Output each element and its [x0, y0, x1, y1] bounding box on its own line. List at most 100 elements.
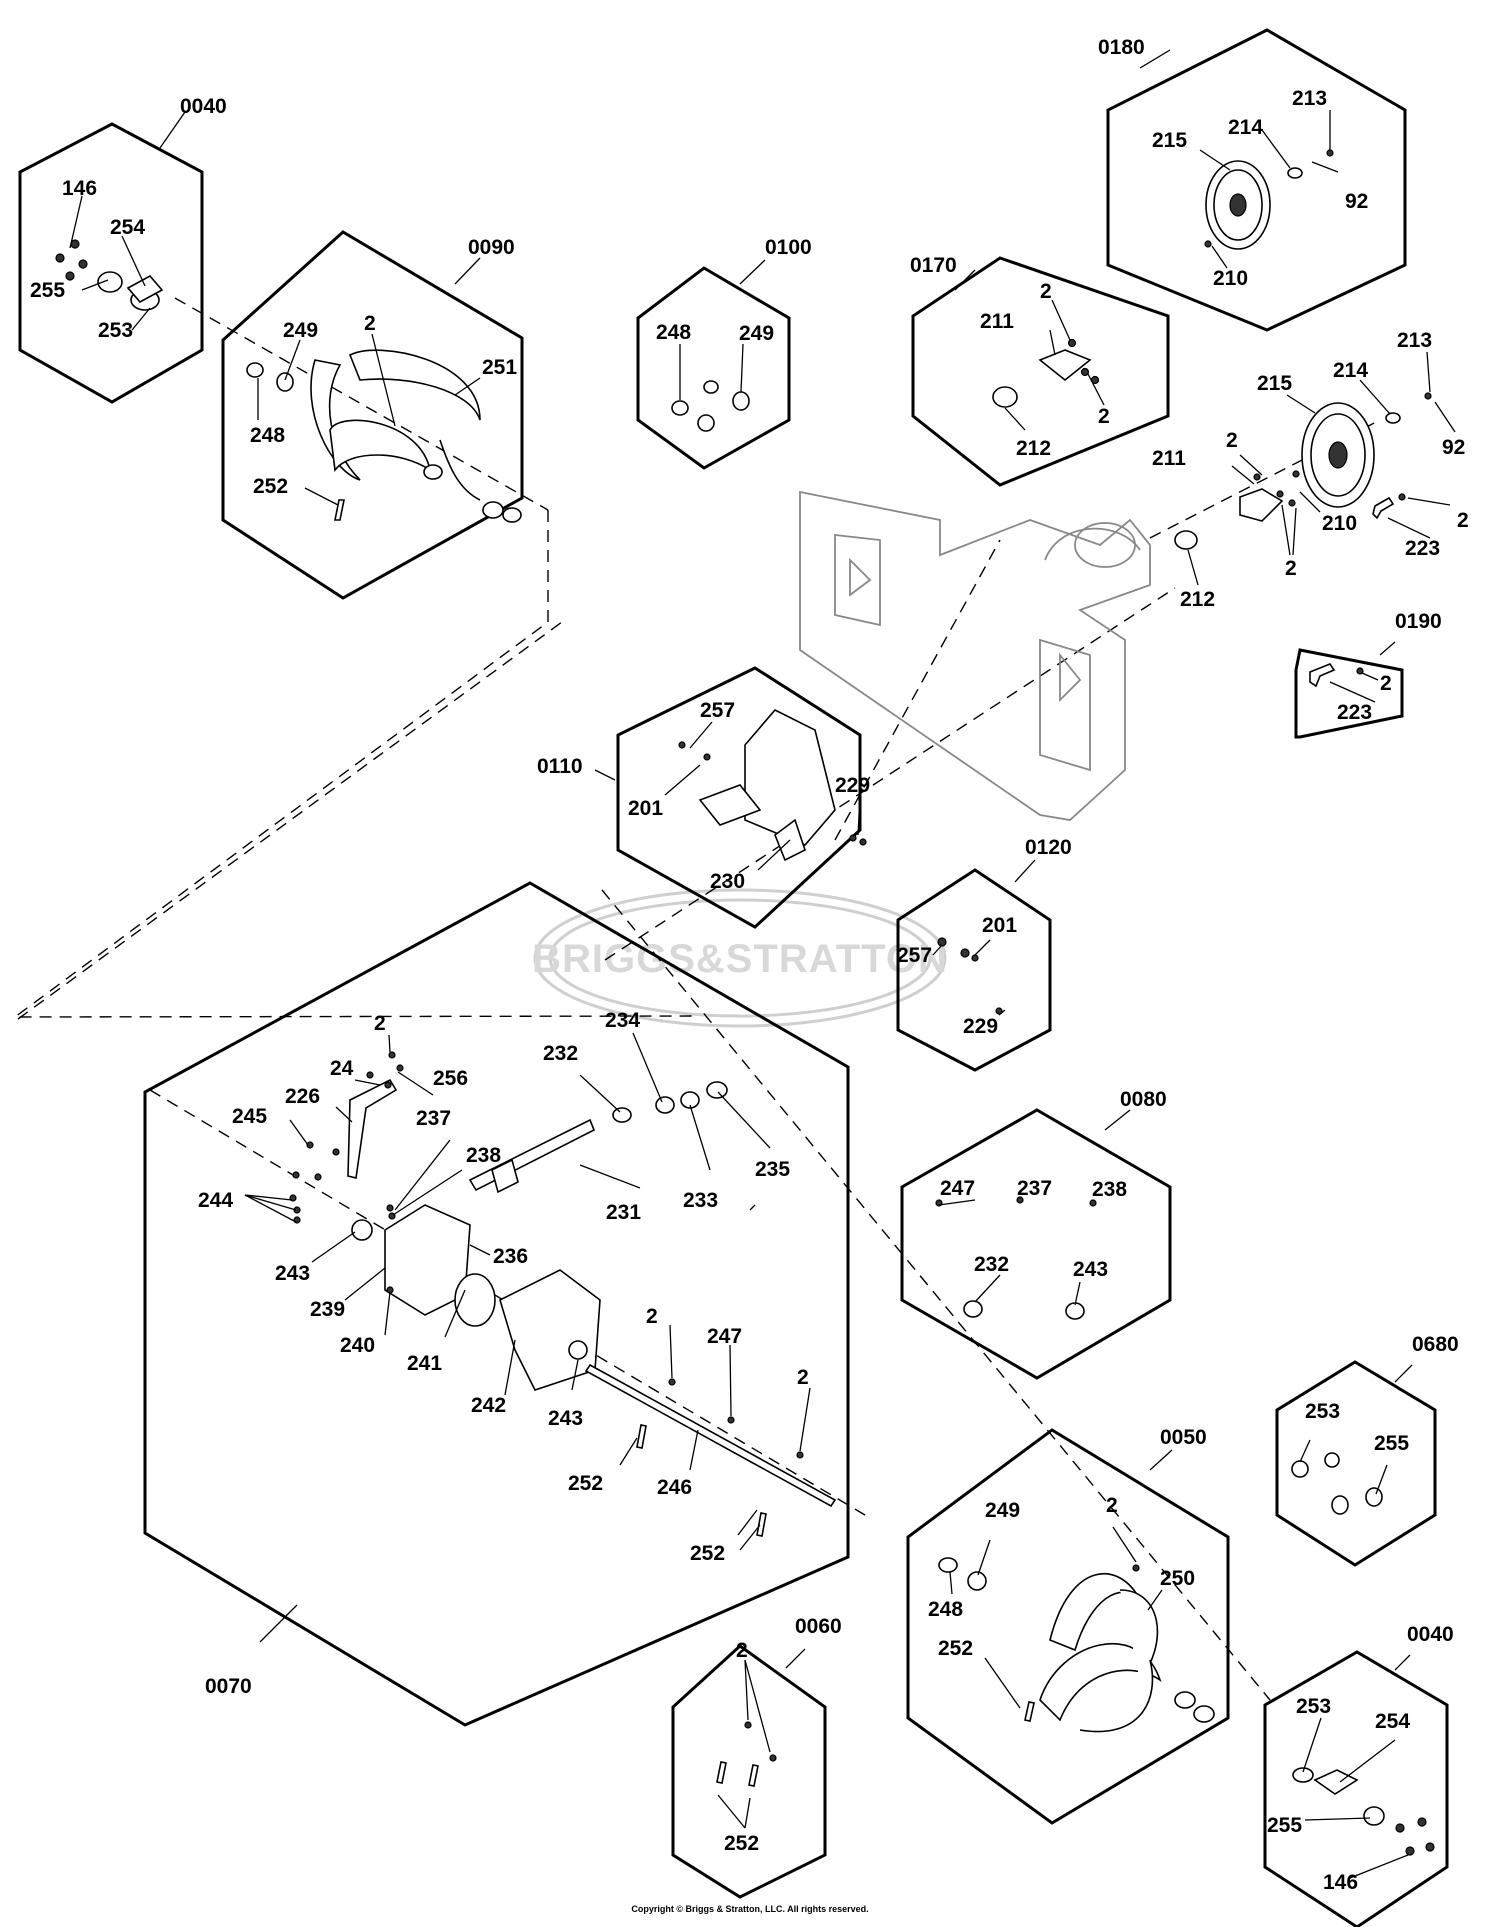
callout-label: 247 — [940, 1177, 975, 1200]
callout-label: 226 — [285, 1085, 320, 1108]
callout-label: 256 — [433, 1067, 468, 1090]
group-0100: 0100 — [636, 236, 812, 470]
group-0070: 0070 — [143, 881, 850, 1727]
callout-label: 253 — [98, 319, 133, 342]
callout-label: 211 — [980, 310, 1014, 333]
callout-label: 230 — [710, 870, 745, 893]
callout-label: 252 — [568, 1472, 603, 1495]
group-label: 0040 — [180, 95, 227, 118]
left-auger-spiral — [246, 349, 522, 523]
callout-label: 92 — [1345, 190, 1368, 213]
bearing-flange — [55, 239, 164, 311]
callout-label: 233 — [683, 1189, 718, 1212]
callout-label: 254 — [1375, 1710, 1410, 1733]
callout-label: 250 — [1160, 1567, 1195, 1590]
callout-label: 2 — [736, 1639, 748, 1662]
callout-label: 2 — [374, 1012, 386, 1035]
callout-label: 251 — [482, 356, 517, 379]
callout-label: 214 — [1333, 359, 1368, 382]
group-label: 0040 — [1407, 1623, 1454, 1646]
callout-label: 235 — [755, 1158, 790, 1181]
group-label: 0190 — [1395, 610, 1442, 633]
callout-label: 243 — [548, 1407, 583, 1430]
callout-label: 212 — [1180, 588, 1215, 611]
callout-label: 254 — [110, 216, 145, 239]
group-0180: 0180 — [1098, 28, 1407, 332]
copyright-notice: Copyright © Briggs & Stratton, LLC. All … — [631, 1904, 869, 1914]
callout-label: 146 — [62, 177, 97, 200]
callout-label: 245 — [232, 1105, 267, 1128]
callout-label: 2 — [1098, 405, 1110, 428]
callout-label: 2 — [1457, 509, 1469, 532]
callout-label: 223 — [1405, 537, 1440, 560]
gearbox-assembly — [289, 1051, 837, 1537]
callout-leaders — [69, 110, 1456, 1879]
callout-label: 243 — [275, 1262, 310, 1285]
group-0120: 0120 — [896, 836, 1072, 1072]
group-0190: 0190 — [1294, 610, 1442, 739]
callout-label: 253 — [1296, 1695, 1331, 1718]
callout-label: 212 — [1016, 437, 1051, 460]
callout-label: 229 — [835, 774, 870, 797]
callout-label: 255 — [30, 279, 65, 302]
callout-label: 2 — [1380, 672, 1392, 695]
callout-label: 2 — [646, 1305, 658, 1328]
callout-label: 2 — [1285, 557, 1297, 580]
callout-label: 237 — [416, 1107, 451, 1130]
callout-label: 249 — [985, 1499, 1020, 1522]
callout-label: 210 — [1322, 512, 1357, 535]
callout-label: 210 — [1213, 267, 1248, 290]
group-label: 0680 — [1412, 1333, 1459, 1356]
group-0050: 0050 — [906, 1426, 1230, 1825]
callout-label: 24 — [330, 1057, 354, 1080]
callout-label: 92 — [1442, 436, 1465, 459]
group-label: 0110 — [537, 755, 583, 778]
callout-label: 243 — [1073, 1258, 1108, 1281]
callout-label: 249 — [283, 319, 318, 342]
callout-label: 253 — [1305, 1400, 1340, 1423]
callout-label: 238 — [1092, 1178, 1127, 1201]
callout-label: 252 — [690, 1542, 725, 1565]
callout-label: 247 — [707, 1325, 742, 1348]
watermark-logo: BRIGGS&STRATTON — [532, 888, 947, 1028]
group-label: 0170 — [910, 254, 957, 277]
callout-label: 231 — [606, 1201, 641, 1224]
callout-label: 238 — [466, 1144, 501, 1167]
group-0170: 0170 — [910, 254, 1170, 487]
group-0110: 0110 — [537, 666, 867, 929]
callout-label: 244 — [198, 1189, 233, 1212]
callout-label: 201 — [982, 914, 1017, 937]
callout-label: 2 — [364, 312, 376, 335]
callout-label: 257 — [897, 944, 932, 967]
callout-label: 236 — [493, 1245, 528, 1268]
callout-label: 2 — [1226, 429, 1238, 452]
group-0040-left: 0040 — [18, 95, 227, 404]
right-auger-spiral — [938, 1557, 1215, 1733]
callout-label: 252 — [724, 1832, 759, 1855]
group-0680: 0680 — [1275, 1333, 1459, 1567]
group-label: 0120 — [1025, 836, 1072, 859]
callout-label: 2 — [1106, 1494, 1118, 1517]
callout-label: 146 — [1323, 1871, 1358, 1894]
callout-label: 240 — [340, 1334, 375, 1357]
callout-label: 211 — [1152, 447, 1186, 470]
callout-label: 237 — [1017, 1177, 1052, 1200]
callout-label: 242 — [471, 1394, 506, 1417]
group-label: 0060 — [795, 1615, 842, 1638]
callout-label: 232 — [974, 1253, 1009, 1276]
group-label: 0100 — [765, 236, 812, 259]
callout-label: 201 — [628, 797, 663, 820]
group-0040-right: 0040 — [1263, 1623, 1454, 1927]
group-0090: 0090 — [221, 230, 524, 600]
callout-label: 213 — [1292, 87, 1327, 110]
callout-label: 229 — [963, 1015, 998, 1038]
callout-label: 255 — [1267, 1814, 1302, 1837]
wheel-top — [1204, 149, 1334, 250]
group-label: 0070 — [205, 1675, 252, 1698]
callout-label: 252 — [938, 1637, 973, 1660]
group-label: 0080 — [1120, 1088, 1167, 1111]
bearing-flange — [1292, 1767, 1435, 1856]
group-0060: 0060 — [671, 1615, 842, 1899]
callout-label: 2 — [1040, 280, 1052, 303]
wheel-right-assembly — [1174, 392, 1432, 550]
